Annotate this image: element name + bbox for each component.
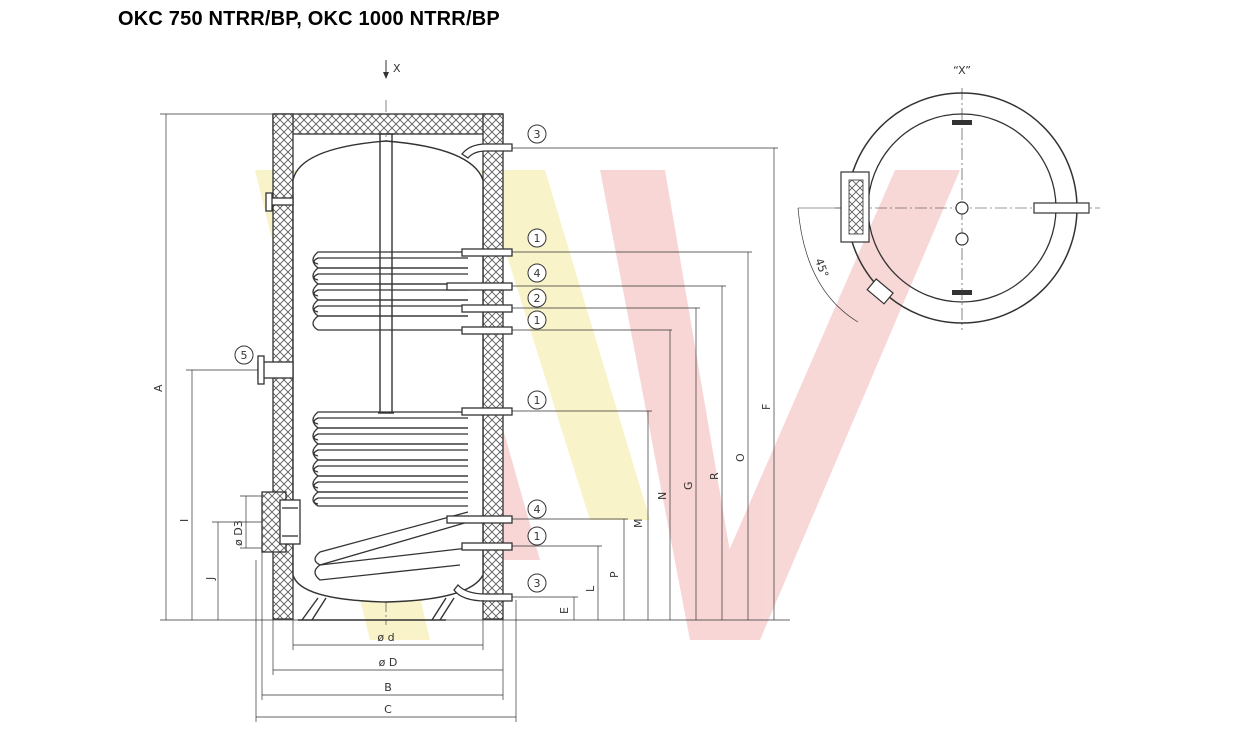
svg-text:5: 5: [241, 349, 248, 362]
callout-3-bottom: 3: [527, 573, 547, 593]
dim-m: M: [632, 519, 645, 529]
drawing-title: OKC 750 NTRR/BP, OKC 1000 NTRR/BP: [118, 8, 500, 30]
dim-a: A: [152, 384, 165, 392]
right-dimension-lines: [160, 147, 790, 621]
callout-4-lower: 4: [527, 499, 547, 519]
svg-text:4: 4: [534, 267, 541, 280]
dim-e: E: [558, 607, 571, 614]
angle-label: 45°: [812, 257, 831, 280]
dim-d3: ø D3: [232, 520, 245, 546]
callout-4-upper: 4: [527, 263, 547, 283]
svg-text:3: 3: [534, 128, 541, 141]
dim-i: I: [178, 519, 191, 522]
dim-n: N: [656, 492, 669, 500]
callout-1-upper: 1: [527, 228, 547, 248]
detail-label: “X”: [953, 64, 971, 77]
dim-g: G: [682, 481, 695, 490]
view-label: X: [393, 62, 401, 75]
dim-l: L: [584, 585, 597, 592]
callout-1-bottom: 1: [527, 526, 547, 546]
callout-5: 5: [234, 345, 254, 365]
svg-text:1: 1: [534, 530, 541, 543]
right-dimension-labels: F O R G N M P L E: [558, 404, 773, 614]
lower-heat-exchanger-coil: [312, 411, 469, 581]
svg-text:1: 1: [534, 394, 541, 407]
dim-d-large: ø D: [379, 656, 398, 669]
dim-f: F: [760, 404, 773, 410]
svg-text:2: 2: [534, 292, 541, 305]
dim-p: P: [608, 571, 621, 578]
tank-body: [292, 133, 484, 621]
left-dimension-labels: A I J ø D3: [152, 384, 245, 581]
dim-o: O: [734, 453, 747, 462]
callout-1-mid: 1: [527, 310, 547, 330]
callout-3-top: 3: [527, 124, 547, 144]
callout-1-lower: 1: [527, 390, 547, 410]
left-dimension-lines: [160, 113, 273, 620]
dim-r: R: [708, 472, 721, 480]
svg-text:1: 1: [534, 314, 541, 327]
callout-2: 2: [527, 288, 547, 308]
detail-view-x: “X” 45°: [797, 64, 1100, 330]
dim-d-small: ø d: [377, 631, 394, 644]
svg-text:1: 1: [534, 232, 541, 245]
dim-b: B: [384, 681, 392, 694]
bottom-dimension-labels: ø d ø D B C: [377, 631, 397, 716]
pipe-connections: [257, 143, 513, 602]
dim-j: J: [204, 577, 217, 581]
dim-c: C: [384, 703, 392, 716]
upper-heat-exchanger-coil: [312, 251, 468, 331]
svg-text:3: 3: [534, 577, 541, 590]
svg-text:4: 4: [534, 503, 541, 516]
view-arrow-x: X: [383, 60, 401, 79]
bottom-dimension-lines: [255, 552, 517, 722]
